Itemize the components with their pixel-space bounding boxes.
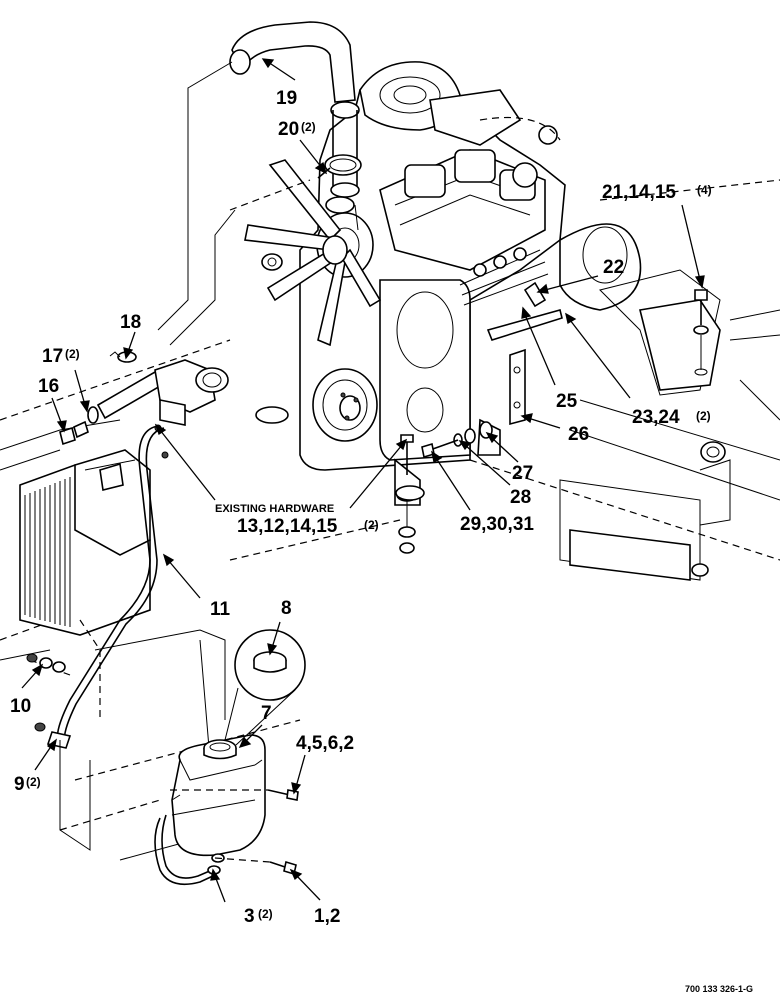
callout-21: 21,14,15 <box>602 182 676 203</box>
bracket-assembly <box>396 281 563 554</box>
engine-block <box>299 61 642 506</box>
callout-13-qty: (2) <box>364 518 379 532</box>
radiator <box>0 339 231 720</box>
callout-4: 4,5,6,2 <box>296 733 354 754</box>
hardware-10 <box>26 653 71 732</box>
reservoir-tank <box>154 734 266 886</box>
overflow-hose <box>46 425 165 749</box>
upper-hose <box>229 21 362 231</box>
mount-pad-1 <box>255 406 289 424</box>
callout-29: 29,30,31 <box>460 514 534 535</box>
callout-23: 23,24 <box>632 407 680 428</box>
callout-9-qty: (2) <box>26 775 41 789</box>
figure-id: 700 133 326-1-G <box>685 984 753 994</box>
callout-9: 9 <box>14 774 25 795</box>
callout-17-qty: (2) <box>65 347 80 361</box>
callout-25: 25 <box>556 391 578 412</box>
callout-7: 7 <box>261 703 272 724</box>
leader-arrows <box>21 58 705 903</box>
callout-8: 8 <box>281 598 292 619</box>
bolt-21 <box>693 289 709 376</box>
crank-pulley <box>312 368 378 442</box>
callout-19: 19 <box>276 88 297 109</box>
callout-23-qty: (2) <box>696 409 711 423</box>
callout-16: 16 <box>38 376 59 397</box>
frame-right <box>469 179 780 581</box>
callout-26: 26 <box>568 424 589 445</box>
callout-1: 1,2 <box>314 906 340 927</box>
cap-detail-circle <box>224 629 306 746</box>
hidden-line-3 <box>479 116 561 141</box>
callout-11: 11 <box>210 599 231 620</box>
frame-left <box>59 629 301 861</box>
callout-27: 27 <box>512 463 533 484</box>
existing-hardware-note: EXISTING HARDWARE <box>215 503 334 515</box>
routing-line-1 <box>157 61 233 331</box>
hidden-line-2 <box>229 519 401 561</box>
callout-20-qty: (2) <box>301 120 316 134</box>
callout-21-qty: (4) <box>697 183 712 197</box>
callout-18: 18 <box>120 312 141 333</box>
mount-pad-2 <box>395 485 425 501</box>
hidden-line-1 <box>229 179 311 211</box>
callout-22: 22 <box>603 257 624 278</box>
callout-17: 17 <box>42 346 63 367</box>
callout-13: 13,12,14,15 <box>237 516 338 537</box>
callout-10: 10 <box>10 696 31 717</box>
callout-28: 28 <box>510 487 531 508</box>
fan <box>244 159 382 347</box>
routing-line-2 <box>169 209 236 346</box>
callout-3: 3 <box>244 906 255 927</box>
callout-3-qty: (2) <box>258 907 273 921</box>
callout-20: 20 <box>278 119 299 140</box>
